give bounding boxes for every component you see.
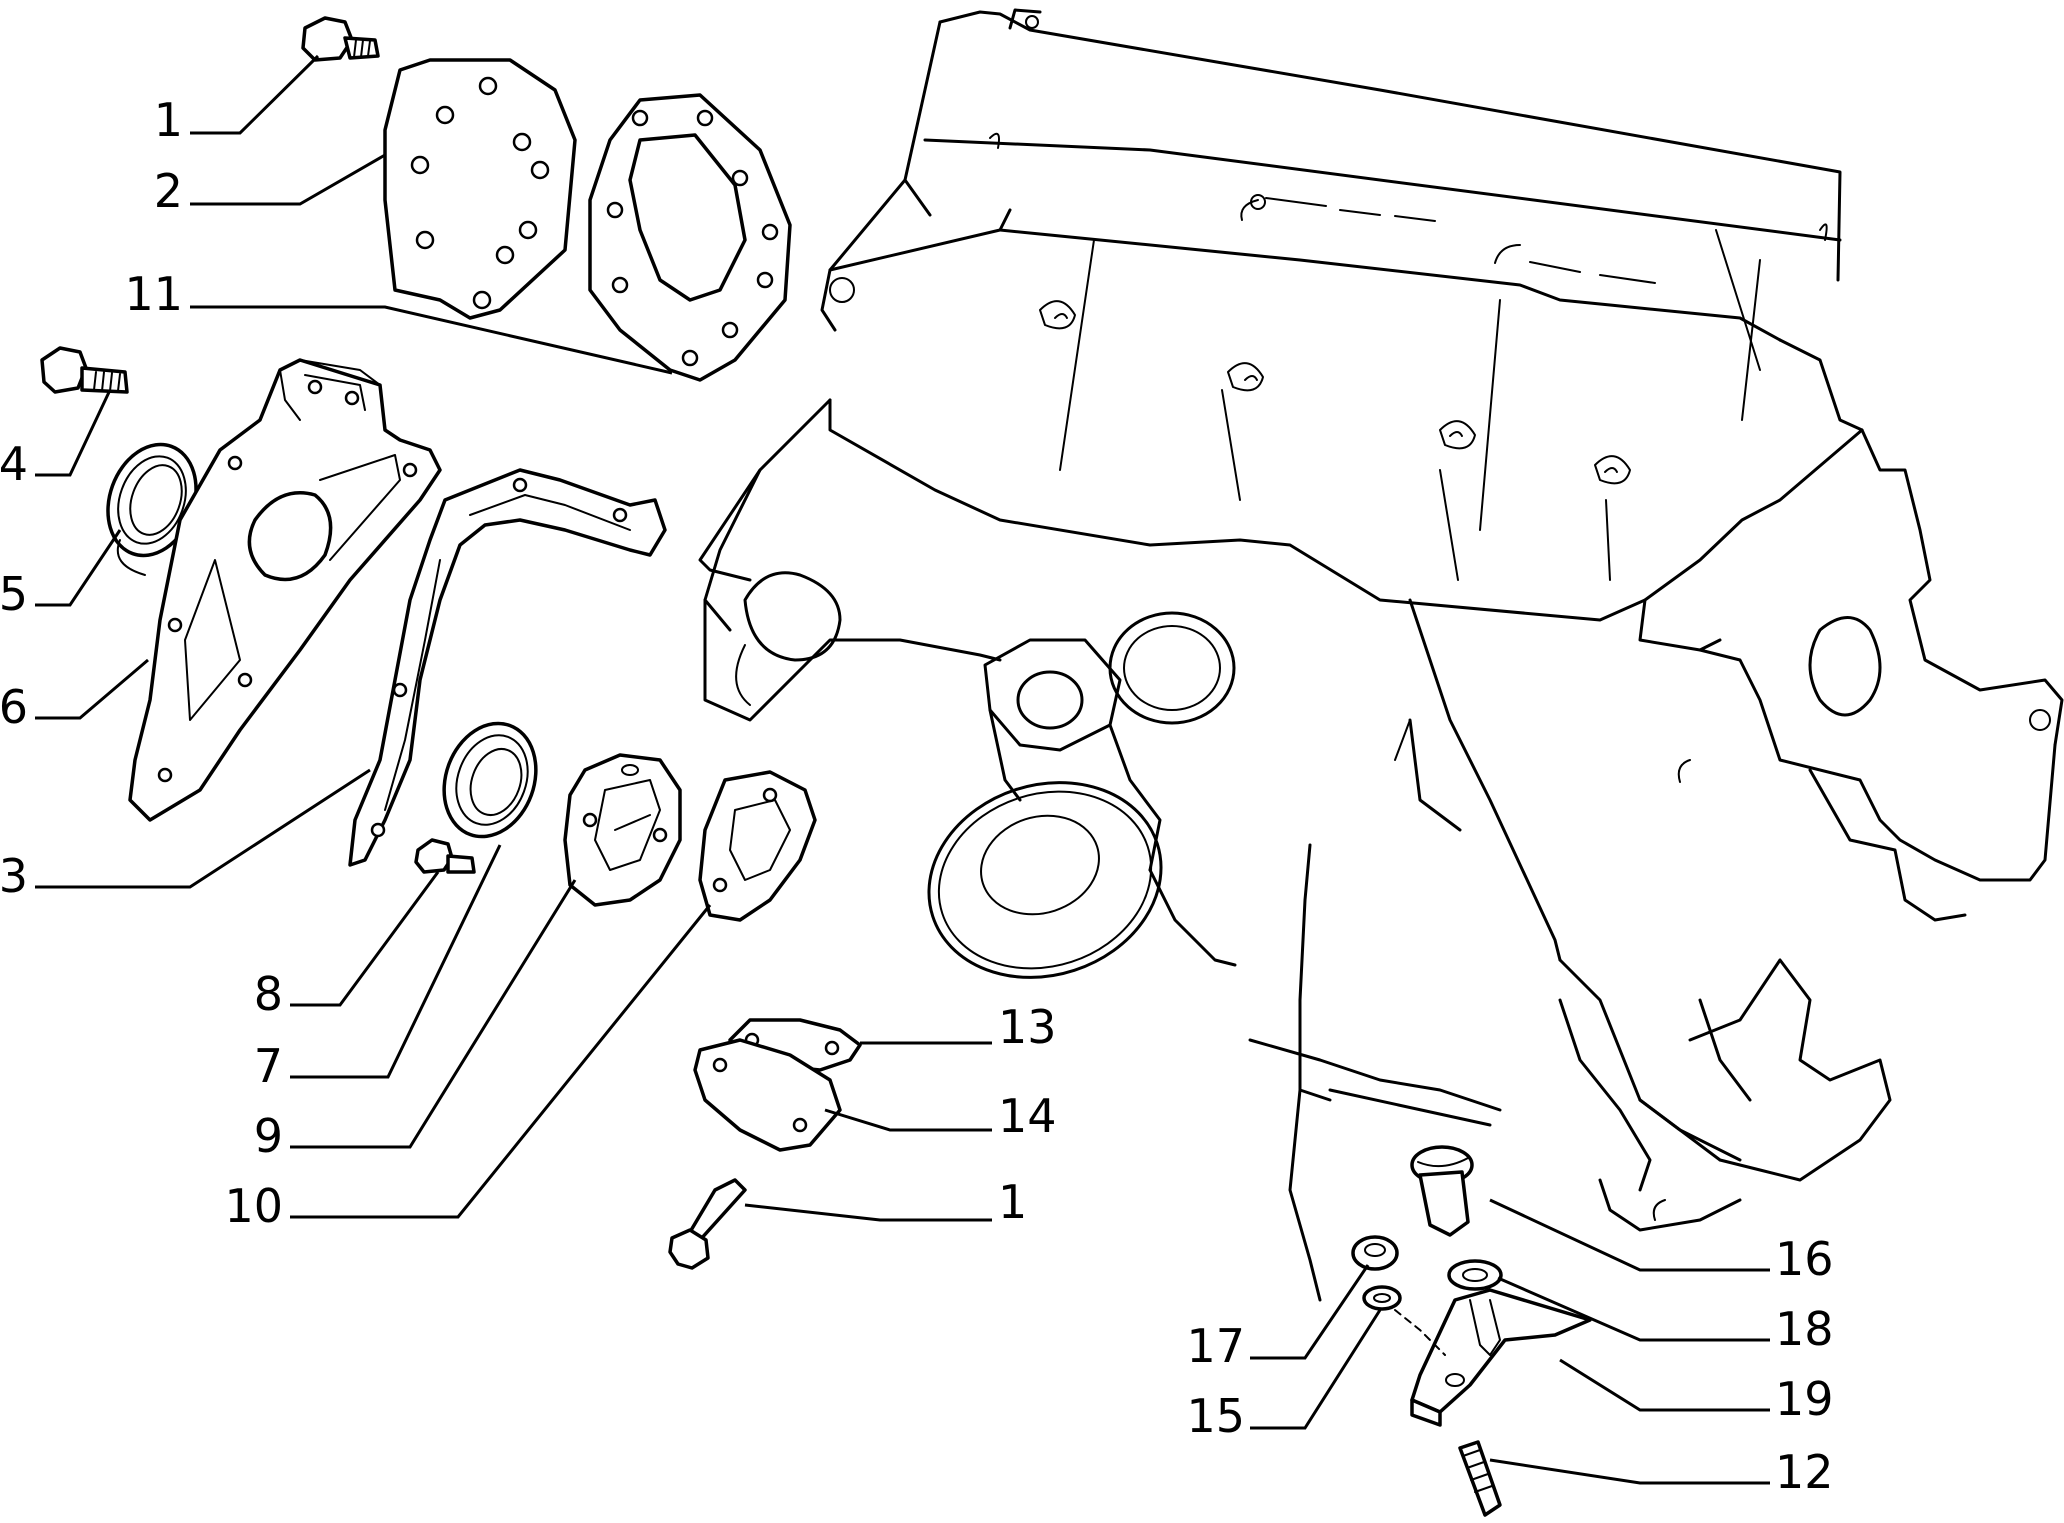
stud-part-12 [1458, 1440, 1502, 1517]
callout-19: 19 [1775, 1372, 1834, 1426]
bracket-part-19 [1394, 1288, 1592, 1427]
bolt-part-1-bottom [668, 1178, 747, 1270]
callout-3: 3 [0, 849, 28, 903]
callout-1-top: 1 [154, 93, 183, 147]
callout-13: 13 [998, 1000, 1057, 1054]
washer-part-15 [1362, 1285, 1402, 1311]
callout-15: 15 [1186, 1389, 1245, 1443]
callout-16: 16 [1775, 1232, 1834, 1286]
callout-6: 6 [0, 680, 28, 734]
callout-4: 4 [0, 437, 28, 491]
callout-12: 12 [1775, 1445, 1834, 1499]
callout-2: 2 [154, 164, 183, 218]
callout-7: 7 [254, 1039, 283, 1093]
front-cover-part-6 [128, 358, 442, 822]
cover-plate-part-2 [383, 58, 577, 320]
nut-part-17 [1351, 1235, 1399, 1271]
gasket-part-3 [348, 468, 667, 867]
callout-17: 17 [1186, 1319, 1245, 1373]
callout-5: 5 [0, 567, 28, 621]
callout-10: 10 [224, 1179, 283, 1233]
bolt-part-1-top [301, 16, 380, 62]
callout-1-bottom: 1 [998, 1175, 1027, 1229]
callout-18: 18 [1775, 1302, 1834, 1356]
engine-block-drawing [698, 8, 2064, 1302]
callout-11: 11 [124, 267, 183, 321]
callout-numbers: 1 2 11 4 5 6 3 8 7 9 10 13 14 1 16 18 17… [0, 93, 1834, 1499]
leader-lines [35, 54, 1770, 1485]
gasket-part-11 [588, 93, 792, 382]
pin-part-16 [1410, 1145, 1474, 1237]
callout-14: 14 [998, 1089, 1057, 1143]
cover-plate-part-14 [693, 1038, 842, 1152]
oil-seal-part-5 [106, 442, 198, 576]
bolt-part-8 [414, 838, 476, 874]
callout-8: 8 [254, 967, 283, 1021]
cover-part-9 [563, 753, 682, 907]
bolt-part-4 [40, 346, 129, 394]
oil-seal-part-7 [442, 721, 538, 839]
callout-9: 9 [254, 1109, 283, 1163]
gasket-part-10 [698, 770, 817, 922]
washer-part-18 [1447, 1259, 1503, 1291]
